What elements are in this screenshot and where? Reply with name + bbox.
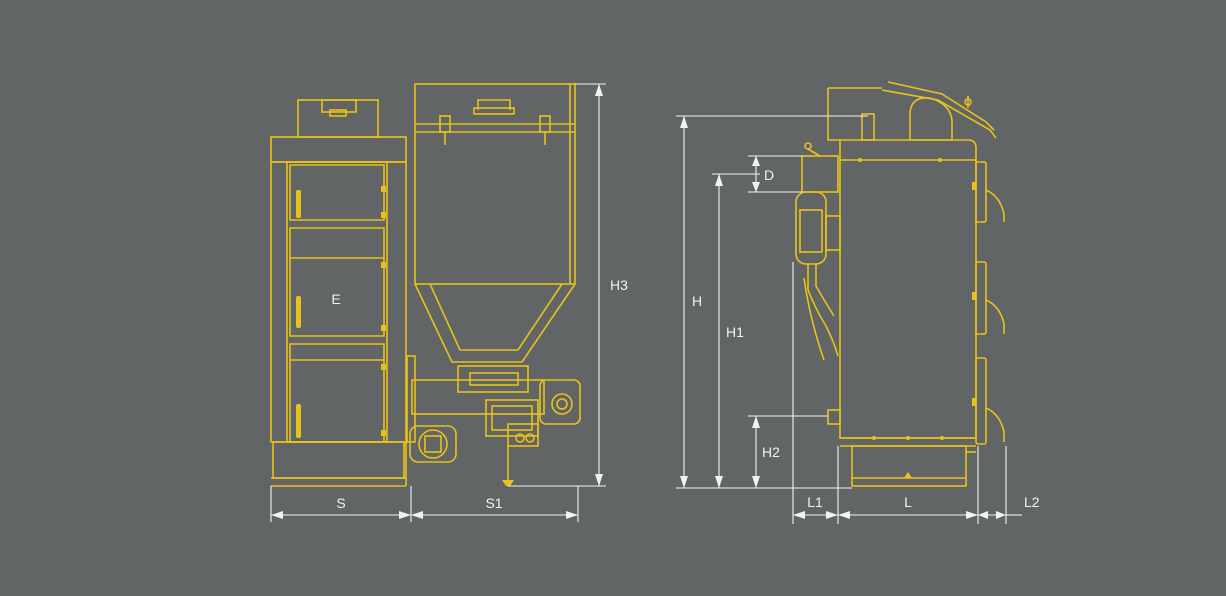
label-l2: L2: [1024, 494, 1040, 510]
front-view-boiler: E: [270, 99, 407, 487]
label-h3: H3: [610, 277, 628, 293]
label-l1: L1: [807, 494, 823, 510]
label-s1: S1: [485, 495, 502, 511]
label-h1: H1: [726, 324, 744, 340]
front-view-hopper: [406, 83, 581, 486]
label-h2: H2: [762, 444, 780, 460]
side-view-boiler: [795, 81, 1005, 487]
label-s: S: [336, 495, 345, 511]
label-e: E: [331, 291, 340, 307]
dimension-lines: S S1 H3 H H1 D: [270, 83, 1040, 524]
label-h: H: [692, 293, 702, 309]
label-l: L: [904, 494, 912, 510]
label-d: D: [764, 167, 774, 183]
